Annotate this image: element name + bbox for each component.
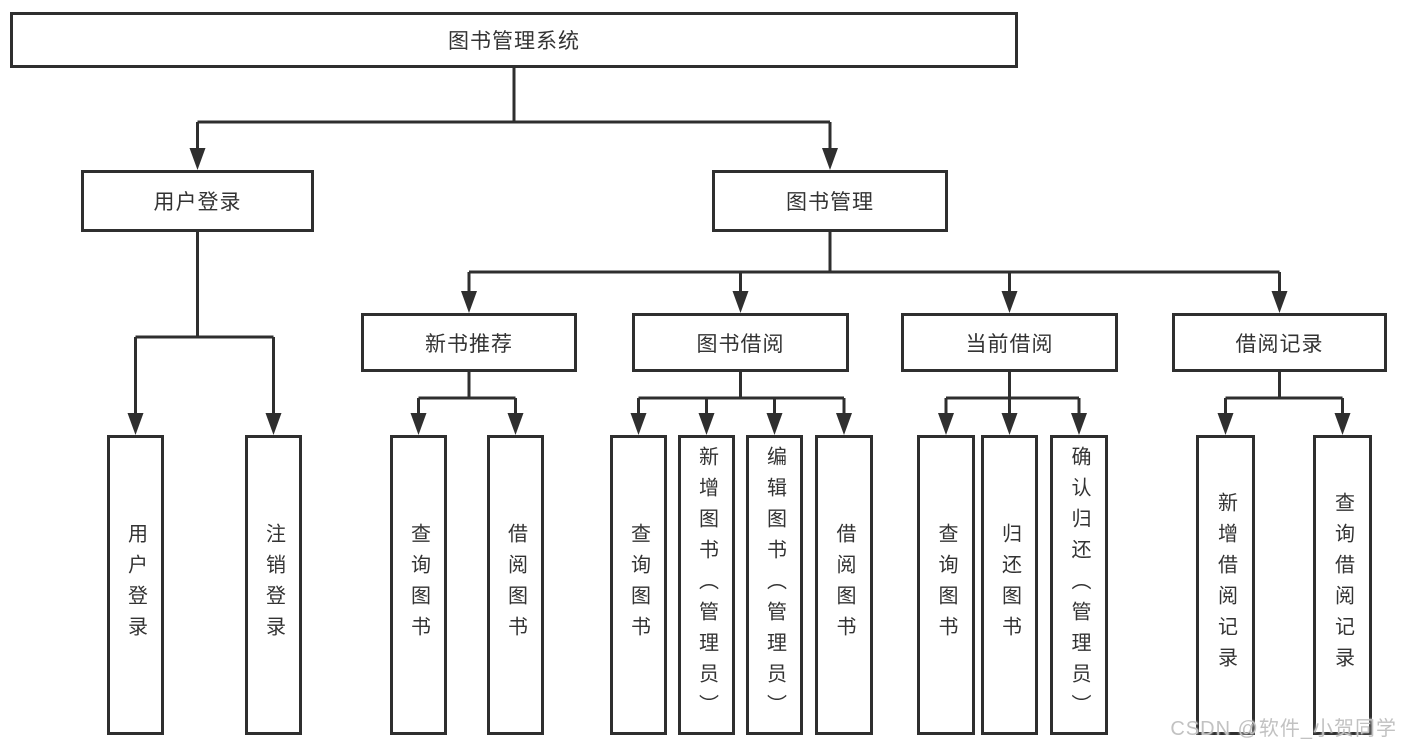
leaf-query-borrow-record: 查询借阅记录 — [1313, 435, 1372, 735]
node-borrowing-records: 借阅记录 — [1172, 313, 1387, 372]
arrowheads — [127, 148, 1351, 435]
leaf-user-login: 用户登录 — [107, 435, 164, 735]
leaf-add-borrow-record: 新增借阅记录 — [1196, 435, 1255, 735]
leaf-query-books-2: 查询图书 — [610, 435, 667, 735]
connector-path — [134, 68, 1344, 417]
leaf-query-books-3: 查询图书 — [917, 435, 975, 735]
leaf-borrow-books-1: 借阅图书 — [487, 435, 544, 735]
leaf-return-books: 归还图书 — [981, 435, 1038, 735]
node-new-book-recommend: 新书推荐 — [361, 313, 577, 372]
watermark: CSDN @软件_小贺同学 — [1170, 718, 1397, 740]
node-user-login: 用户登录 — [81, 170, 314, 232]
node-root: 图书管理系统 — [10, 12, 1018, 68]
node-book-management: 图书管理 — [712, 170, 948, 232]
leaf-confirm-return-admin: 确认归还（管理员） — [1050, 435, 1108, 735]
node-current-borrowing: 当前借阅 — [901, 313, 1118, 372]
leaf-borrow-books-2: 借阅图书 — [815, 435, 873, 735]
leaf-logout-login: 注销登录 — [245, 435, 302, 735]
leaf-edit-book-admin: 编辑图书（管理员） — [746, 435, 803, 735]
leaf-query-books-1: 查询图书 — [390, 435, 447, 735]
leaf-add-book-admin: 新增图书（管理员） — [678, 435, 735, 735]
node-book-borrowing: 图书借阅 — [632, 313, 849, 372]
